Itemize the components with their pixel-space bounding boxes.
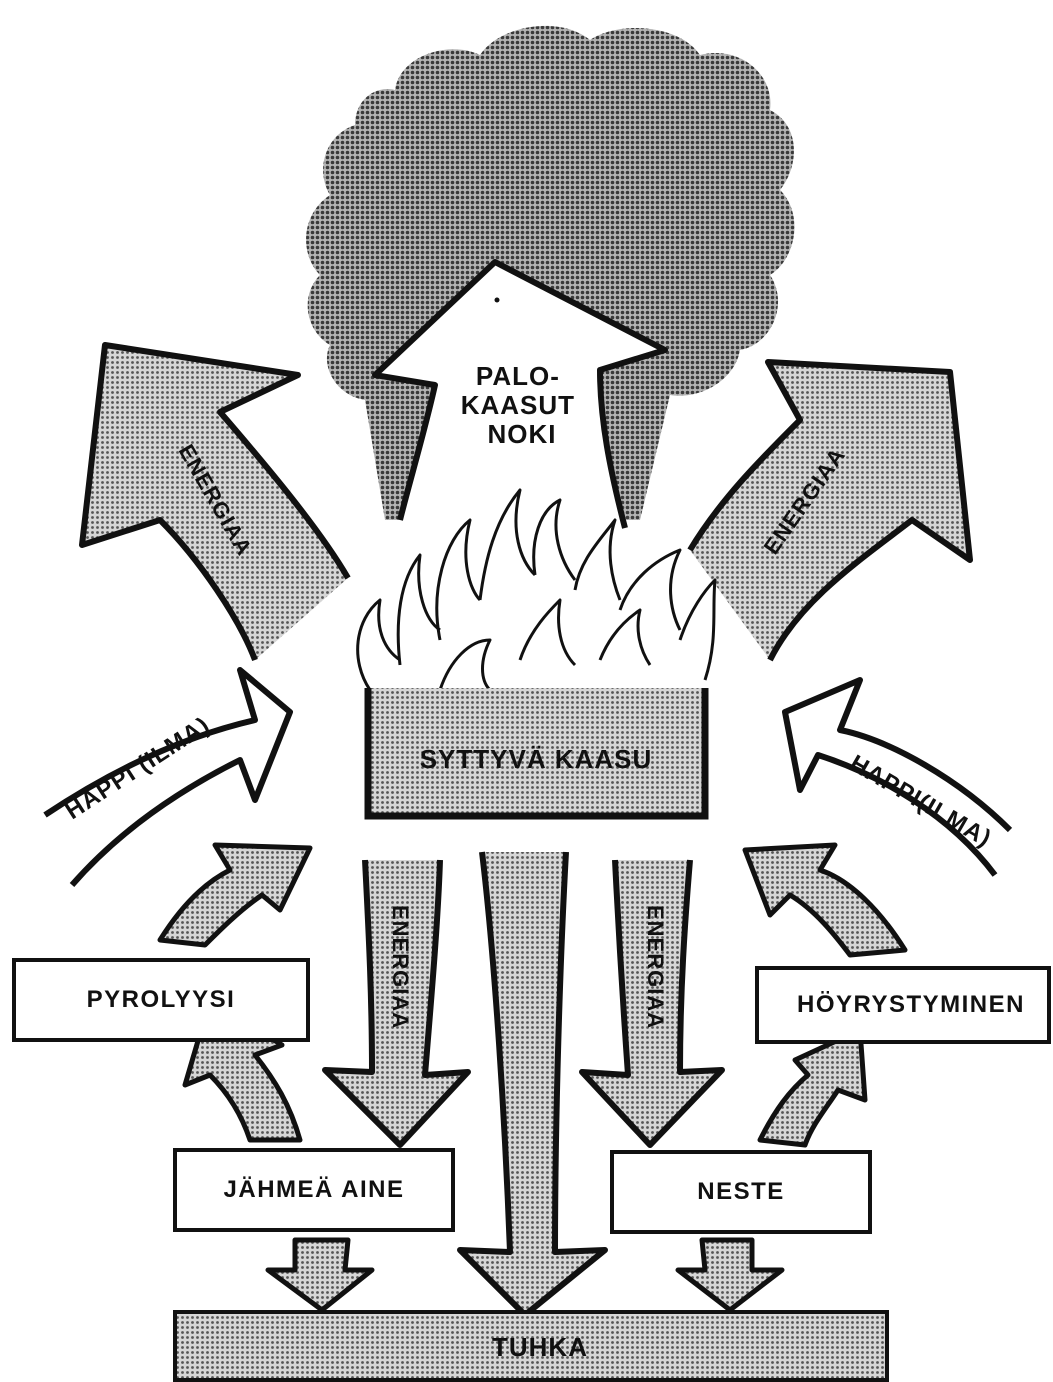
energy-down-right-label: ENERGIAA: [643, 905, 668, 1029]
evaporation-box: HÖYRYSTYMINEN: [755, 966, 1051, 1044]
central-down-arrow: [460, 852, 605, 1315]
pyrolysis-label: PYROLYYSI: [87, 986, 236, 1014]
liquid-label: NESTE: [697, 1178, 785, 1206]
solid-box: JÄHMEÄ AINE: [173, 1148, 455, 1232]
pyrolysis-box: PYROLYYSI: [12, 958, 310, 1042]
evaporation-up-arrow: [745, 845, 905, 955]
solid-label: JÄHMEÄ AINE: [224, 1176, 405, 1204]
flammable-gas-label: SYTTYVÄ KAASU: [420, 744, 653, 774]
energy-down-left-label: ENERGIAA: [388, 905, 413, 1029]
liquid-box: NESTE: [610, 1150, 872, 1234]
liquid-down-arrow: [678, 1240, 782, 1310]
liquid-up-arrow: [760, 1030, 865, 1145]
evaporation-label: HÖYRYSTYMINEN: [797, 991, 1025, 1019]
ash-label: TUHKA: [492, 1332, 588, 1362]
energy-arrow-right: [690, 362, 970, 660]
solid-down-arrow: [268, 1240, 372, 1310]
pyrolysis-up-arrow: [160, 845, 310, 945]
